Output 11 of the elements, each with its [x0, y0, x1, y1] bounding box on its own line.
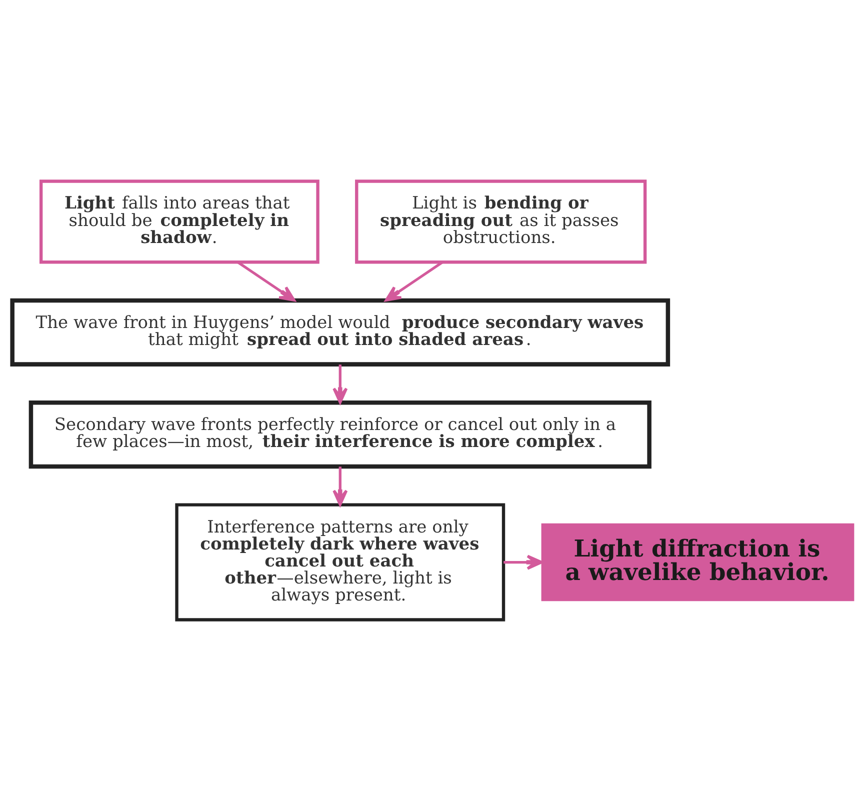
- node-box: Secondary wave fronts perfectly reinforce or cancel out only in a few places—in most, their interference is more complex.: [28, 400, 652, 469]
- arrow: [332, 364, 348, 404]
- node-box: Interference patterns are only completely dark where waves cancel out each other—elsewhere, light is always present.: [175, 503, 506, 622]
- arrow: [332, 466, 348, 506]
- node-box: Light is bending or spreading out as it passes obstructions.: [355, 180, 647, 264]
- arrow: [504, 554, 543, 570]
- arrow: [237, 261, 296, 302]
- node-box: Light falls into areas that should be completely in shadow.: [39, 180, 320, 264]
- node-box: The wave front in Huygens’ model would produce secondary waves that might spread out into shaded areas.: [10, 298, 670, 366]
- node-box: Light diffraction is a wavelike behavior.: [541, 523, 854, 602]
- arrow: [384, 261, 444, 302]
